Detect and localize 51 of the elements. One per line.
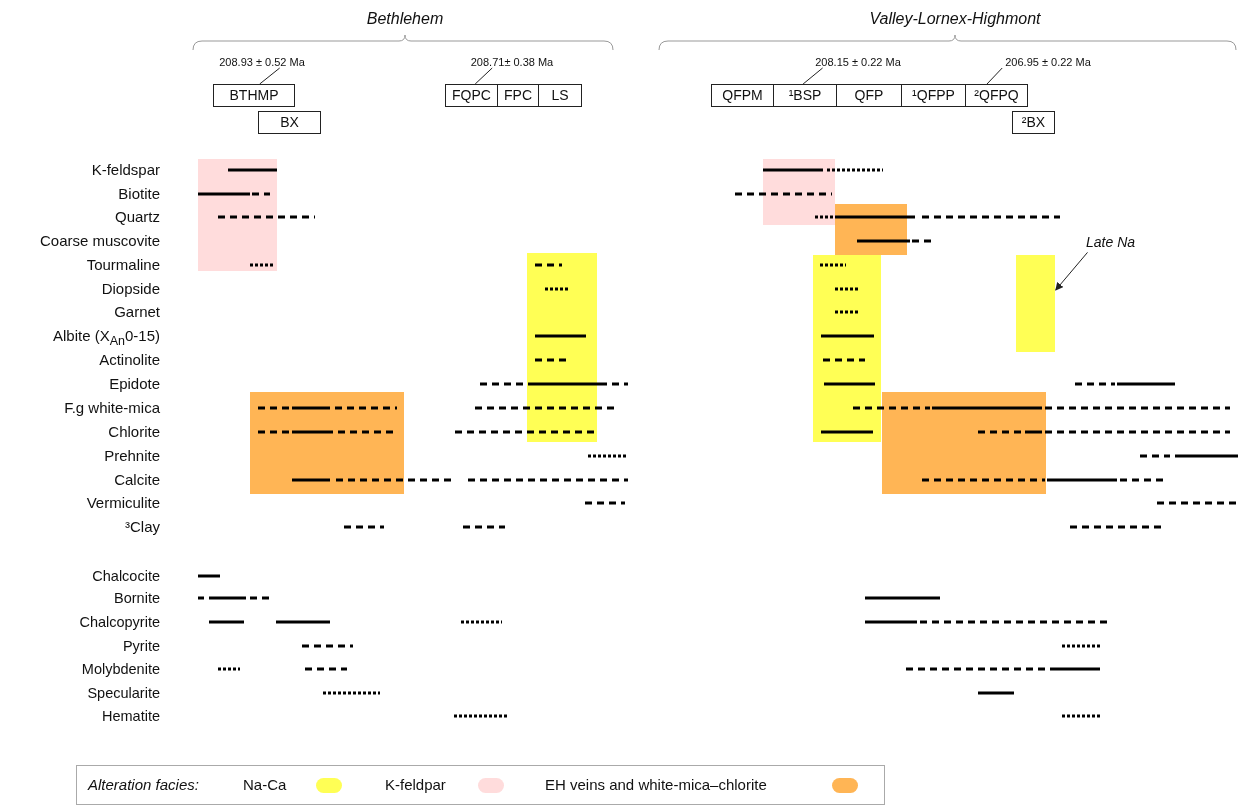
mineral-name: Actinolite <box>98 350 160 370</box>
mineral-name: Specularite <box>86 684 160 703</box>
leader-line <box>802 67 824 85</box>
mineral-name: Diopside <box>100 279 160 299</box>
unit-box: QFPM <box>711 84 774 107</box>
mineral-name: Hematite <box>100 707 160 726</box>
mineral-name: Garnet <box>113 302 160 322</box>
age-label: 208.71± 0.38 Ma <box>460 56 564 68</box>
unit-box: QFP <box>836 84 902 107</box>
unit-box: LS <box>538 84 582 107</box>
legend-label: K-feldpar <box>385 776 446 793</box>
legend-title: Alteration facies: <box>88 776 199 793</box>
age-label: 208.93 ± 0.52 Ma <box>210 56 314 68</box>
mineral-name: Chalcopyrite <box>78 613 160 632</box>
mineral-name: K-feldspar <box>90 160 160 180</box>
group-heading: Valley-Lornex-Highmont <box>868 10 1042 28</box>
alteration-zone <box>1016 255 1055 352</box>
mineral-name: Vermiculite <box>85 493 160 513</box>
mineral-name: F.g white-mica <box>63 398 160 418</box>
mineral-name: Epidote <box>108 374 160 394</box>
unit-box: ¹QFPP <box>901 84 966 107</box>
age-label: 208.15 ± 0.22 Ma <box>806 56 910 68</box>
unit-box: FPC <box>497 84 539 107</box>
legend-label: EH veins and white-mica–chlorite <box>545 776 767 793</box>
group-heading: Bethlehem <box>365 10 445 28</box>
mineral-name: Chalcocite <box>91 567 160 586</box>
mineral-name: Prehnite <box>103 446 160 466</box>
mineral-name: ³Clay <box>124 517 160 537</box>
unit-box: ²QFPQ <box>965 84 1028 107</box>
mineral-name: Coarse muscovite <box>38 231 160 251</box>
leader-line <box>474 67 493 85</box>
mineral-name: Quartz <box>114 207 160 227</box>
leader-line <box>259 67 281 85</box>
mineral-name: Biotite <box>117 184 160 204</box>
mineral-name: Pyrite <box>121 637 160 656</box>
unit-box: ¹BSP <box>773 84 837 107</box>
mineral-name: Bornite <box>113 589 160 608</box>
mineral-name: Calcite <box>113 470 160 490</box>
unit-box: BX <box>258 111 321 134</box>
unit-box: ²BX <box>1012 111 1055 134</box>
arrow <box>1055 251 1088 291</box>
mineral-name: Albite (X$_{An}$0-15) <box>51 326 160 350</box>
mineral-name: Chlorite <box>107 422 160 442</box>
mineral-name: Molybdenite <box>80 660 160 679</box>
age-label: 206.95 ± 0.22 Ma <box>996 56 1100 68</box>
unit-box: FQPC <box>445 84 498 107</box>
leader-line <box>986 67 1003 85</box>
legend-label: Na-Ca <box>243 776 287 793</box>
annotation-text: Late Na <box>1086 234 1136 250</box>
mineral-name: Tourmaline <box>85 255 160 275</box>
unit-box: BTHMP <box>213 84 295 107</box>
